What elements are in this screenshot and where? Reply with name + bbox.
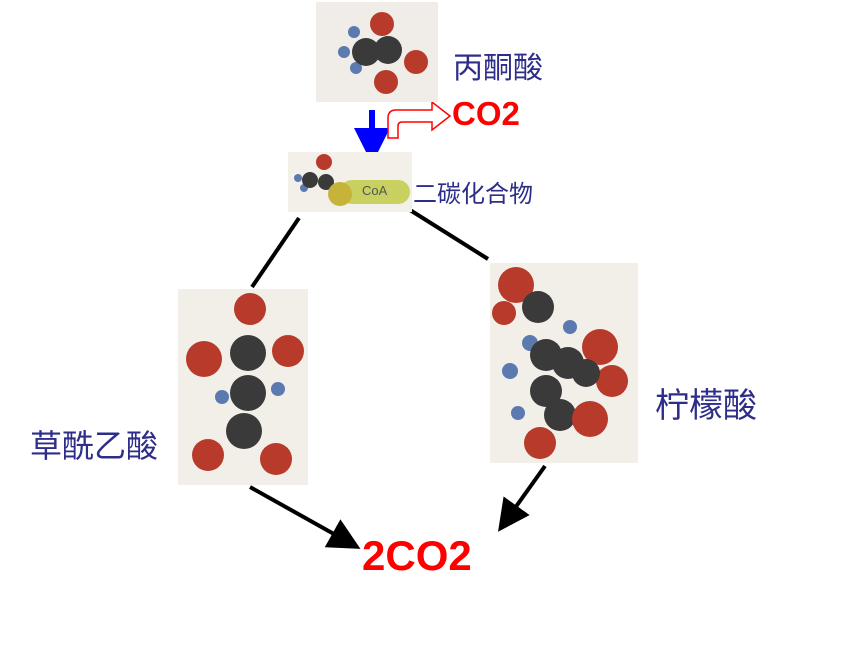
line-to-citrate xyxy=(408,208,490,261)
co2-top-label: CO2 xyxy=(452,95,520,132)
citrate-label: 柠檬酸 xyxy=(655,386,757,426)
arrow-oxaloacetate-to-co2 xyxy=(249,485,361,549)
pyruvate-label: 丙酮酸 xyxy=(453,51,543,86)
co2-release-arrow xyxy=(387,100,452,139)
arrow-citrate-to-co2 xyxy=(498,464,547,532)
citrate-molecule xyxy=(490,263,638,463)
line-to-oxaloacetate xyxy=(250,216,301,289)
oxaloacetate-molecule xyxy=(178,289,308,485)
oxaloacetate-label: 草酰乙酸 xyxy=(30,427,159,465)
pyruvate-molecule xyxy=(316,2,438,102)
coa-tag: CoA xyxy=(362,183,388,198)
two-carbon-molecule xyxy=(288,152,412,212)
co2-bottom-label: 2CO2 xyxy=(362,532,472,579)
two-carbon-label: 二碳化合物 xyxy=(413,180,533,208)
